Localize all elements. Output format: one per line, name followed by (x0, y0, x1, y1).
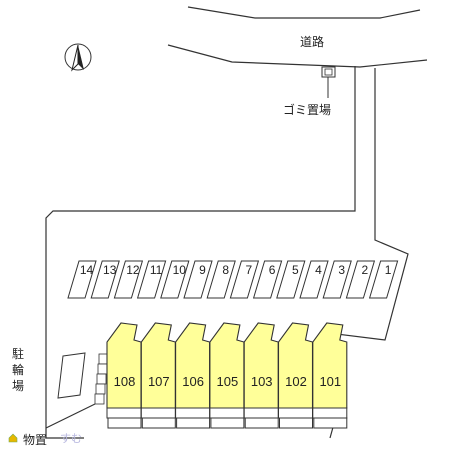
parking-slot-label: 8 (222, 263, 229, 277)
parking-slot (183, 260, 213, 299)
unit-yard (141, 417, 176, 429)
north-arrow-icon (64, 43, 92, 72)
apartment-unit (277, 322, 314, 409)
apartment-unit (106, 322, 142, 409)
unit-entry (278, 407, 313, 419)
parking-slot (206, 260, 236, 299)
apartment-unit-label: 103 (251, 374, 273, 389)
apartment-units: 108 107 106 105 103 102 101 (106, 322, 348, 429)
parking-slot-label: 11 (150, 263, 163, 277)
parking-slot (67, 260, 97, 299)
road-bottom-edge (167, 44, 428, 68)
bicycle-parking-label: 駐 輪 場 (12, 346, 28, 393)
parking-slot (368, 260, 399, 299)
parking-slot-label: 12 (126, 263, 140, 277)
house-icon (8, 433, 18, 443)
parking-slot (345, 260, 376, 299)
road-top-edge (187, 6, 421, 19)
parking-slot-label: 7 (246, 263, 253, 277)
unit-entry (106, 407, 142, 419)
parking-slot-label: 13 (103, 263, 117, 277)
unit-yard (176, 417, 211, 429)
apartment-unit-label: 102 (285, 374, 307, 389)
parking-slot (160, 260, 190, 299)
lot-lower-boundary (45, 403, 96, 429)
parking-slot-label: 14 (80, 263, 94, 277)
unit-entry (175, 407, 211, 419)
bicycle-parking-area (57, 352, 86, 399)
parking-slot-label: 2 (362, 263, 369, 277)
apartment-unit (175, 322, 211, 409)
parking-slot (136, 260, 167, 299)
parking-slot-label: 4 (315, 263, 322, 277)
parking-slot (322, 260, 352, 299)
unit-entry (140, 407, 176, 419)
apartment-unit-label: 106 (182, 374, 204, 389)
apartment-unit-label: 108 (114, 374, 136, 389)
apartment-unit-label: 107 (148, 374, 170, 389)
unit-yard (279, 417, 313, 429)
storage-label: 物置 (23, 433, 47, 447)
garbage-label: ゴミ置場 (283, 102, 331, 117)
parking-slots: 14 13 12 11 10 9 8 7 6 5 4 3 2 1 (67, 260, 399, 299)
apartment-unit (312, 322, 348, 409)
road-label: 道路 (300, 34, 324, 49)
unit-yard (210, 417, 245, 429)
parking-slot-label: 6 (269, 263, 276, 277)
parking-slot (276, 260, 306, 299)
parking-slot (229, 260, 260, 299)
apartment-unit (209, 322, 245, 409)
parking-slot (90, 260, 120, 299)
apartment-unit (243, 322, 279, 409)
unit-yard (107, 417, 142, 429)
garbage-area (321, 66, 336, 78)
unit-yard (244, 417, 279, 429)
parking-slot (113, 260, 144, 299)
parking-slot-label: 10 (173, 263, 187, 277)
watermark-text: すむ (60, 432, 82, 445)
parking-slot-label: 9 (199, 263, 206, 277)
parking-slot-label: 3 (338, 263, 345, 277)
unit-yard (313, 417, 348, 429)
unit-entry (312, 407, 348, 419)
apartment-unit-label: 101 (319, 374, 341, 389)
parking-slot-label: 5 (292, 263, 299, 277)
apartment-unit (140, 322, 176, 409)
apartment-unit-label: 105 (217, 374, 239, 389)
driveway-left-edge (45, 66, 356, 439)
unit-entry (209, 407, 245, 419)
unit-entry (243, 407, 279, 419)
parking-slot-label: 1 (385, 263, 392, 277)
parking-slot (299, 260, 329, 299)
parking-slot (252, 260, 283, 299)
storage-strip (94, 353, 109, 405)
storage-legend: 物置 すむ (8, 432, 82, 447)
